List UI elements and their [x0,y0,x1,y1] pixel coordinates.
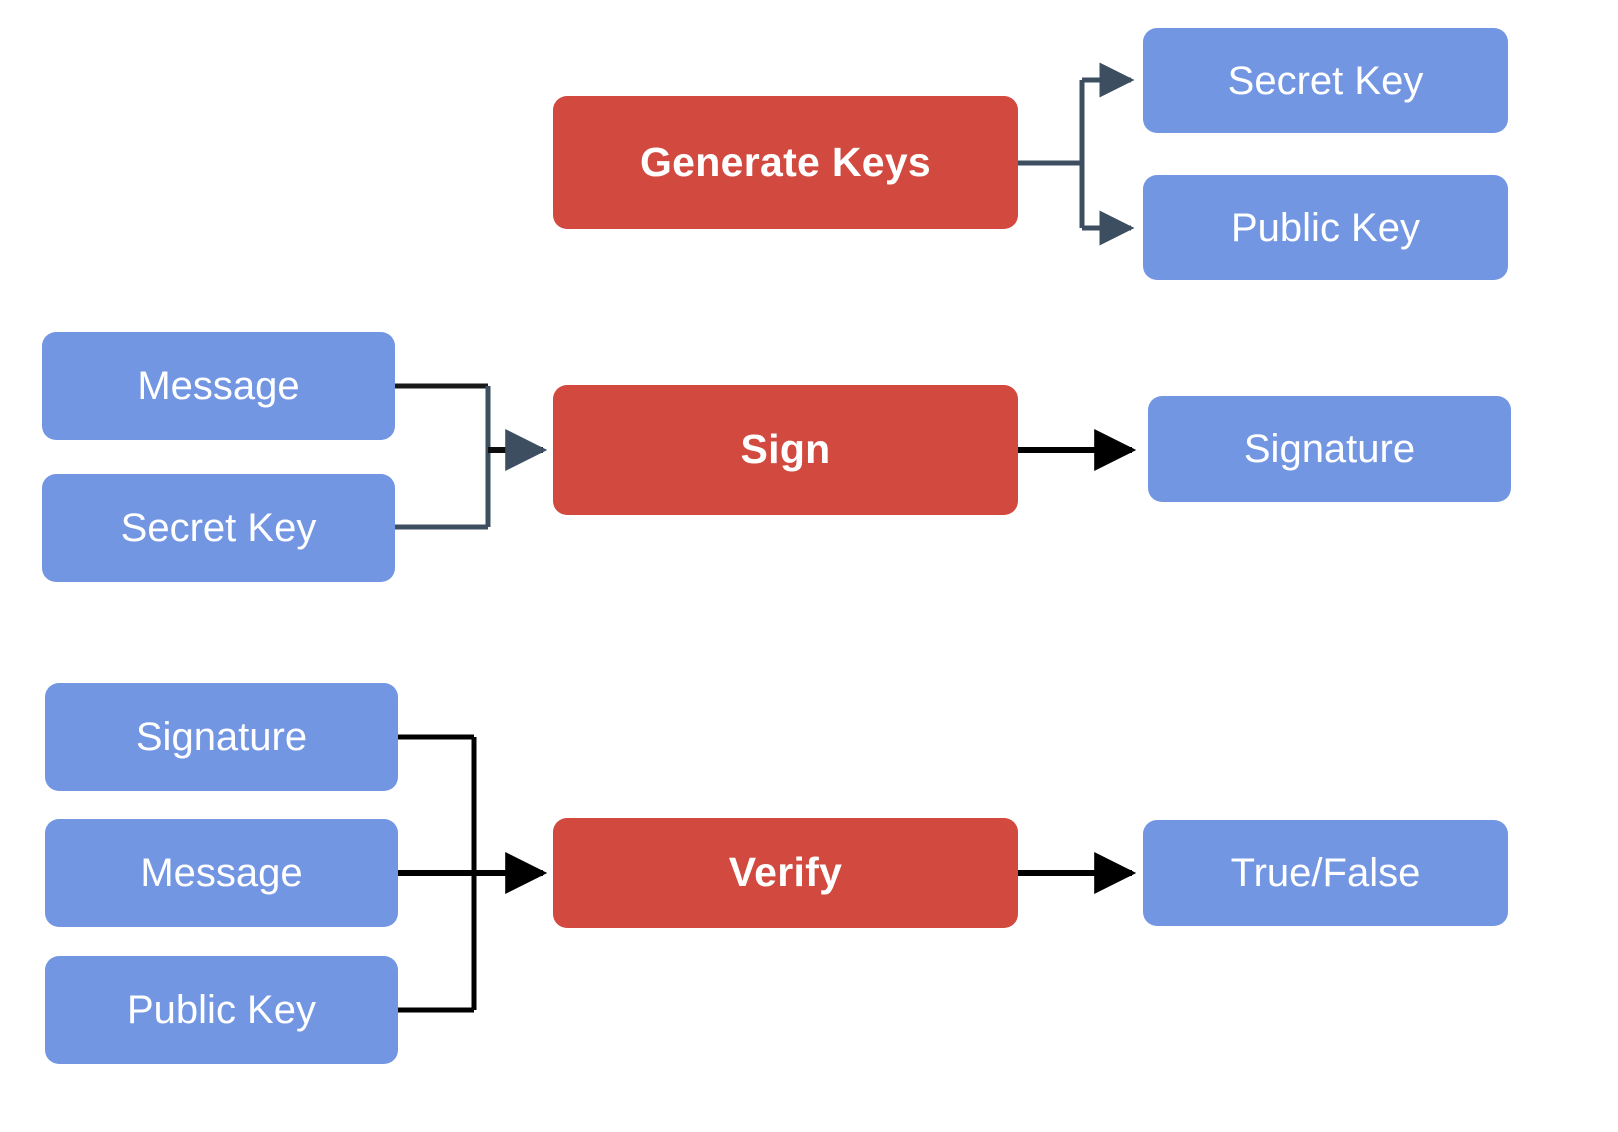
input-sign-secret-key[interactable]: Secret Key [42,474,395,582]
edge-sign-inputs-merge [395,383,548,530]
output-public-key[interactable]: Public Key [1143,175,1508,280]
input-verify-public-key[interactable]: Public Key [45,956,398,1064]
output-signature[interactable]: Signature [1148,396,1511,502]
input-verify-signature[interactable]: Signature [45,683,398,791]
input-sign-message[interactable]: Message [42,332,395,440]
process-generate-keys[interactable]: Generate Keys [553,96,1018,229]
output-true-false[interactable]: True/False [1143,820,1508,926]
process-verify[interactable]: Verify [553,818,1018,928]
process-sign[interactable]: Sign [553,385,1018,515]
input-verify-message[interactable]: Message [45,819,398,927]
output-secret-key[interactable]: Secret Key [1143,28,1508,133]
edge-verify-inputs-merge [398,734,548,1013]
edge-generate-keys-branch [1018,62,1135,246]
